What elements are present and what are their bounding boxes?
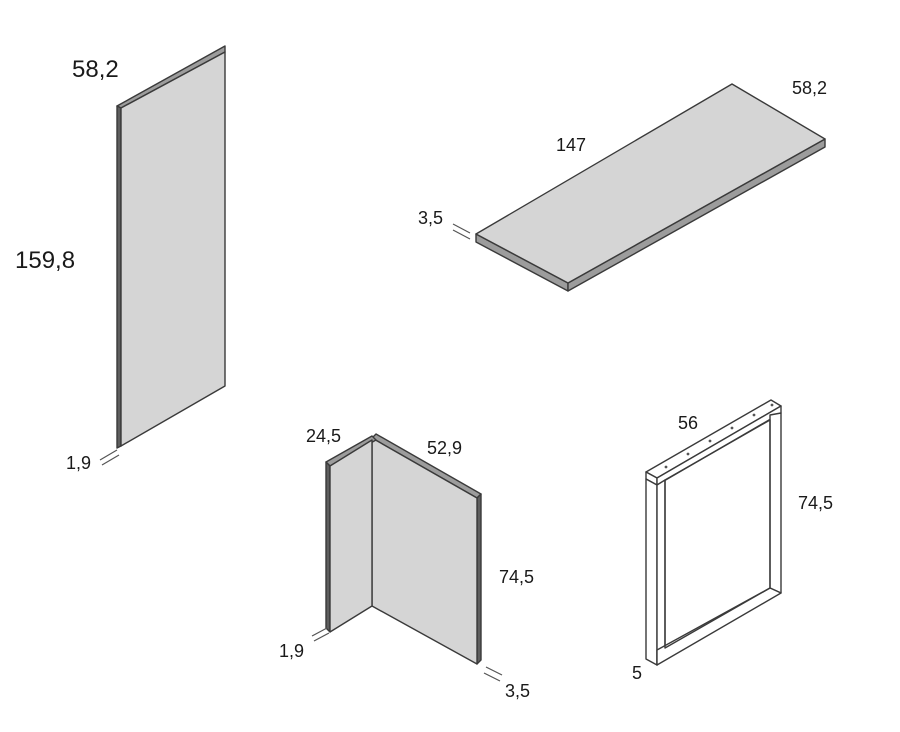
top-panel-thickness-tick (452, 223, 471, 234)
frame-leg: 56 74,5 5 (632, 399, 833, 683)
corner-back-thickness-tick (485, 666, 503, 676)
side-panel: 58,2 159,8 1,9 (15, 45, 226, 473)
corner-side-face (329, 439, 373, 633)
top-panel-thickness-tick (452, 229, 471, 240)
side-panel-thickness-tick (99, 449, 118, 461)
corner-back-thickness-label: 3,5 (505, 681, 530, 701)
frame-inner-opening (664, 419, 771, 649)
corner-side-thickness-tick (311, 627, 328, 637)
frame-height-label: 74,5 (798, 493, 833, 513)
corner-back-width-label: 52,9 (427, 438, 462, 458)
side-panel-face (120, 51, 226, 447)
corner-side-depth-label: 24,5 (306, 426, 341, 446)
side-panel-height-label: 159,8 (15, 247, 75, 274)
side-panel-thickness-label: 1,9 (66, 453, 91, 473)
top-panel-surface (475, 83, 826, 284)
corner-unit: 24,5 52,9 74,5 1,9 3,5 (279, 426, 534, 701)
frame-width-label: 56 (678, 413, 698, 433)
corner-side-thickness-label: 1,9 (279, 641, 304, 661)
corner-back-face (371, 437, 478, 665)
side-panel-thickness-tick (101, 454, 120, 466)
top-panel-thickness-label: 3,5 (418, 208, 443, 228)
corner-height-label: 74,5 (499, 567, 534, 587)
top-panel: 147 58,2 3,5 (418, 78, 827, 292)
corner-back-thickness-tick (483, 672, 501, 682)
frame-rivets (664, 403, 774, 469)
frame-right-post (769, 412, 782, 594)
side-panel-width-label: 58,2 (72, 56, 119, 83)
frame-left-post-side (656, 479, 666, 666)
frame-left-post (645, 478, 658, 666)
top-panel-depth-label: 58,2 (792, 78, 827, 98)
frame-profile-label: 5 (632, 663, 642, 683)
top-panel-length-label: 147 (556, 135, 586, 155)
corner-side-thickness-tick (313, 632, 330, 642)
frame-bottom-bar (656, 587, 782, 666)
